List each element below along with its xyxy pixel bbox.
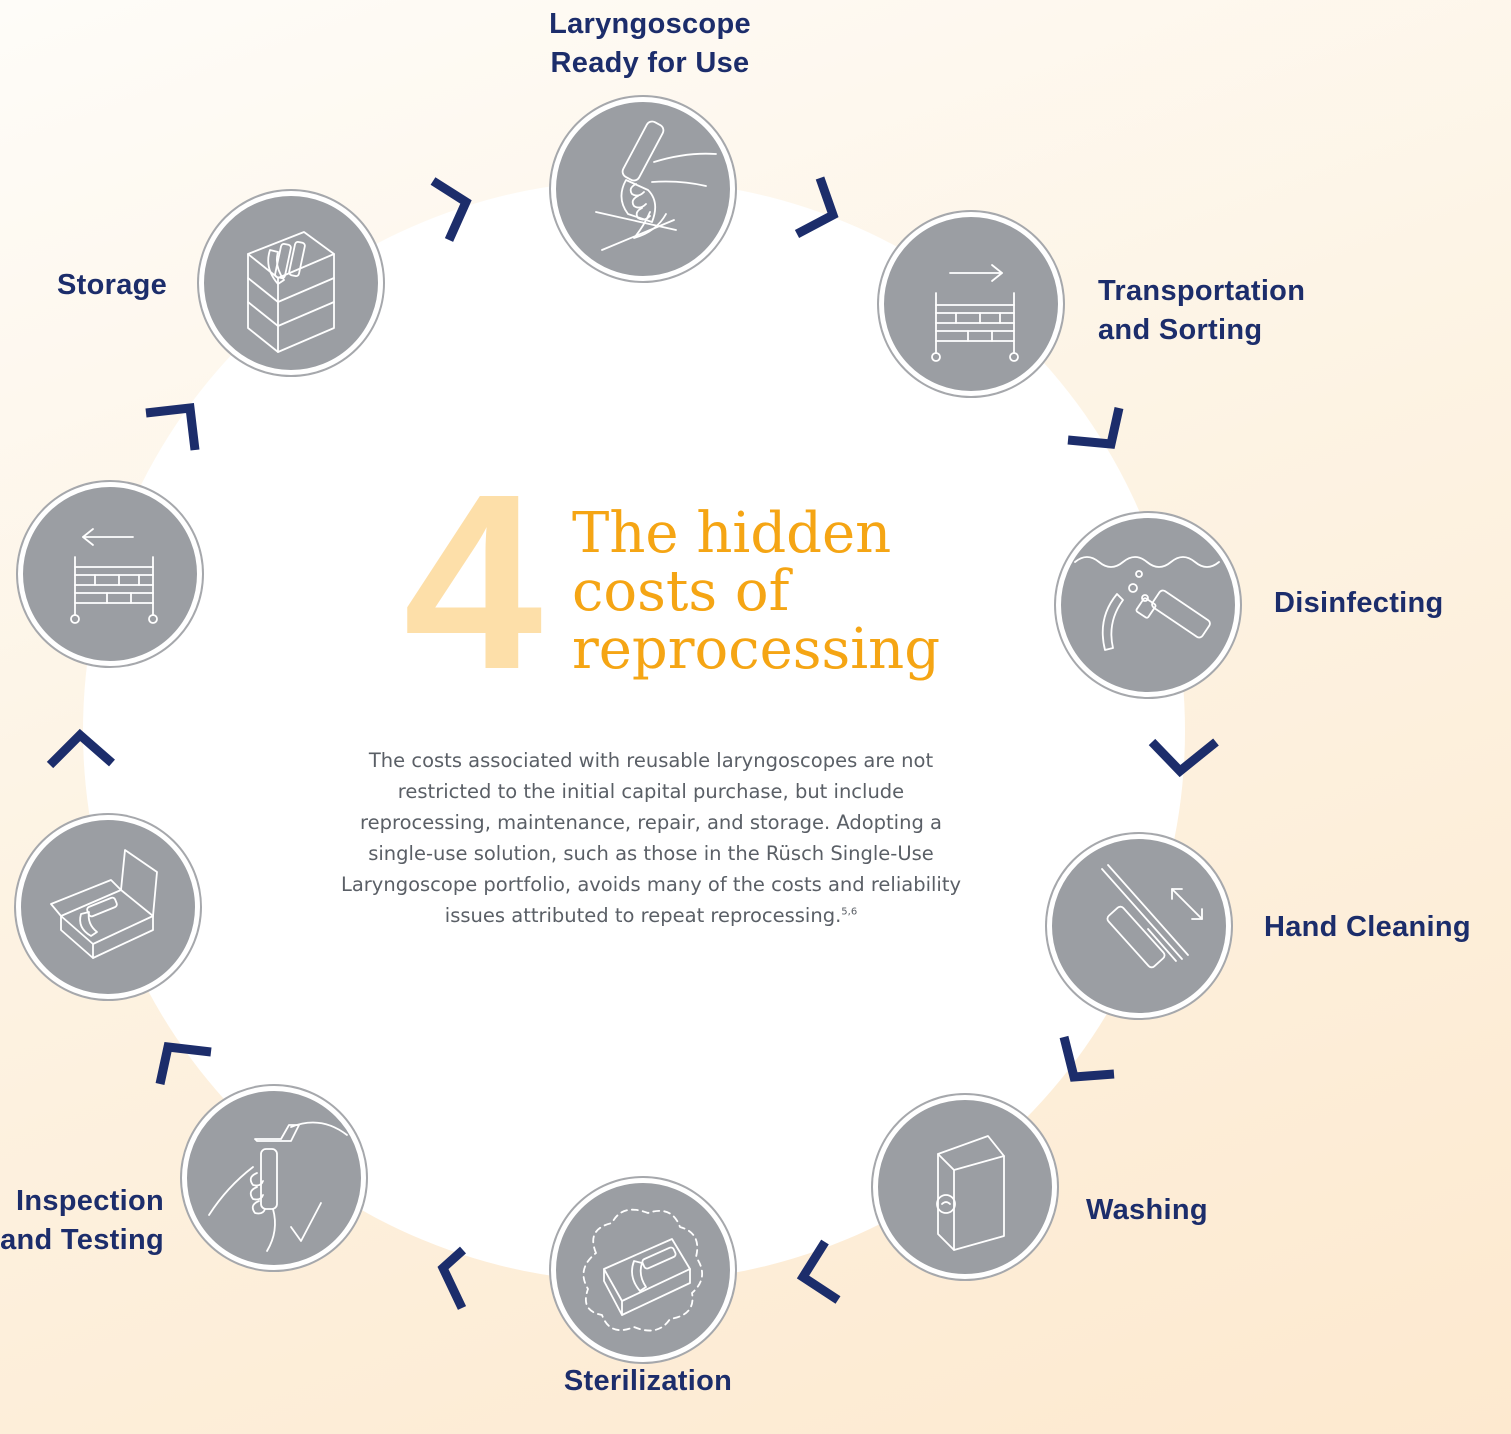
step-label-line: Transportation bbox=[1098, 275, 1306, 307]
step-label-line: and Testing bbox=[0, 1224, 164, 1256]
headline-line: The hidden bbox=[572, 501, 892, 566]
arrow-chevron-1 bbox=[430, 177, 472, 242]
step-node-packaging bbox=[16, 815, 200, 999]
step-node-disinfecting bbox=[1056, 513, 1240, 697]
arrow-chevron-4 bbox=[1148, 738, 1219, 778]
arrow-chevron-9 bbox=[46, 728, 115, 769]
headline-line: costs of bbox=[572, 559, 790, 624]
arrow-chevron-2 bbox=[794, 176, 839, 238]
step-label-line: Hand Cleaning bbox=[1264, 911, 1471, 943]
step-node-ready-for-use bbox=[551, 97, 735, 281]
body-paragraph: The costs associated with reusable laryn… bbox=[338, 745, 964, 931]
step-label-line: Storage bbox=[57, 269, 168, 301]
washing-machine-icon bbox=[936, 1135, 1005, 1251]
step-node-inspection bbox=[182, 1086, 366, 1270]
step-label-line: Ready for Use bbox=[550, 47, 750, 79]
open-box-icon bbox=[50, 849, 158, 959]
step-label-line: Washing bbox=[1086, 1194, 1208, 1226]
arrow-chevron-10 bbox=[145, 403, 200, 451]
arrow-chevron-5 bbox=[1059, 1035, 1115, 1082]
citation-superscript: 5,6 bbox=[841, 906, 858, 918]
arrow-chevron-7 bbox=[437, 1246, 467, 1310]
step-node-hand-cleaning bbox=[1047, 834, 1231, 1018]
arrow-chevron-3 bbox=[1067, 407, 1124, 449]
headline: The hidden costs of reprocessing bbox=[572, 505, 940, 679]
cart-arrow-right-icon bbox=[931, 264, 1019, 362]
hand-holding-laryngoscope-icon bbox=[595, 120, 717, 251]
section-number: 4 bbox=[403, 442, 543, 721]
arrow-chevron-6 bbox=[796, 1239, 841, 1304]
body-text: The costs associated with reusable laryn… bbox=[340, 749, 962, 927]
step-label-transportation: Transportation and Sorting bbox=[1098, 272, 1305, 350]
step-node-return-transport bbox=[18, 482, 202, 666]
step-label-washing: Washing bbox=[1086, 1191, 1208, 1230]
step-node-sterilization bbox=[551, 1178, 735, 1362]
step-label-ready-for-use: Laryngoscope Ready for Use bbox=[512, 5, 788, 83]
step-label-line: Sterilization bbox=[563, 1365, 733, 1397]
stacked-boxes-icon bbox=[247, 231, 335, 353]
inspection-check-icon bbox=[208, 1121, 348, 1252]
step-label-line: Inspection bbox=[15, 1185, 164, 1217]
step-node-transportation bbox=[879, 212, 1063, 396]
step-label-hand-cleaning: Hand Cleaning bbox=[1264, 908, 1471, 947]
step-node-storage bbox=[199, 191, 383, 375]
step-label-disinfecting: Disinfecting bbox=[1274, 584, 1444, 623]
headline-line: reprocessing bbox=[572, 617, 941, 682]
step-label-line: Laryngoscope bbox=[549, 8, 751, 40]
step-label-inspection: Inspection and Testing bbox=[0, 1182, 164, 1260]
step-label-sterilization: Sterilization bbox=[520, 1362, 776, 1401]
step-label-line: Disinfecting bbox=[1274, 587, 1444, 619]
submerged-laryngoscope-icon bbox=[1074, 556, 1220, 651]
step-label-line: and Sorting bbox=[1098, 314, 1263, 346]
brush-cleaning-icon bbox=[1101, 864, 1203, 969]
step-node-washing bbox=[873, 1095, 1057, 1279]
arrow-chevron-8 bbox=[155, 1042, 212, 1085]
step-label-storage: Storage bbox=[57, 266, 167, 305]
cart-arrow-left-icon bbox=[70, 528, 158, 624]
steam-tray-icon bbox=[582, 1208, 703, 1332]
